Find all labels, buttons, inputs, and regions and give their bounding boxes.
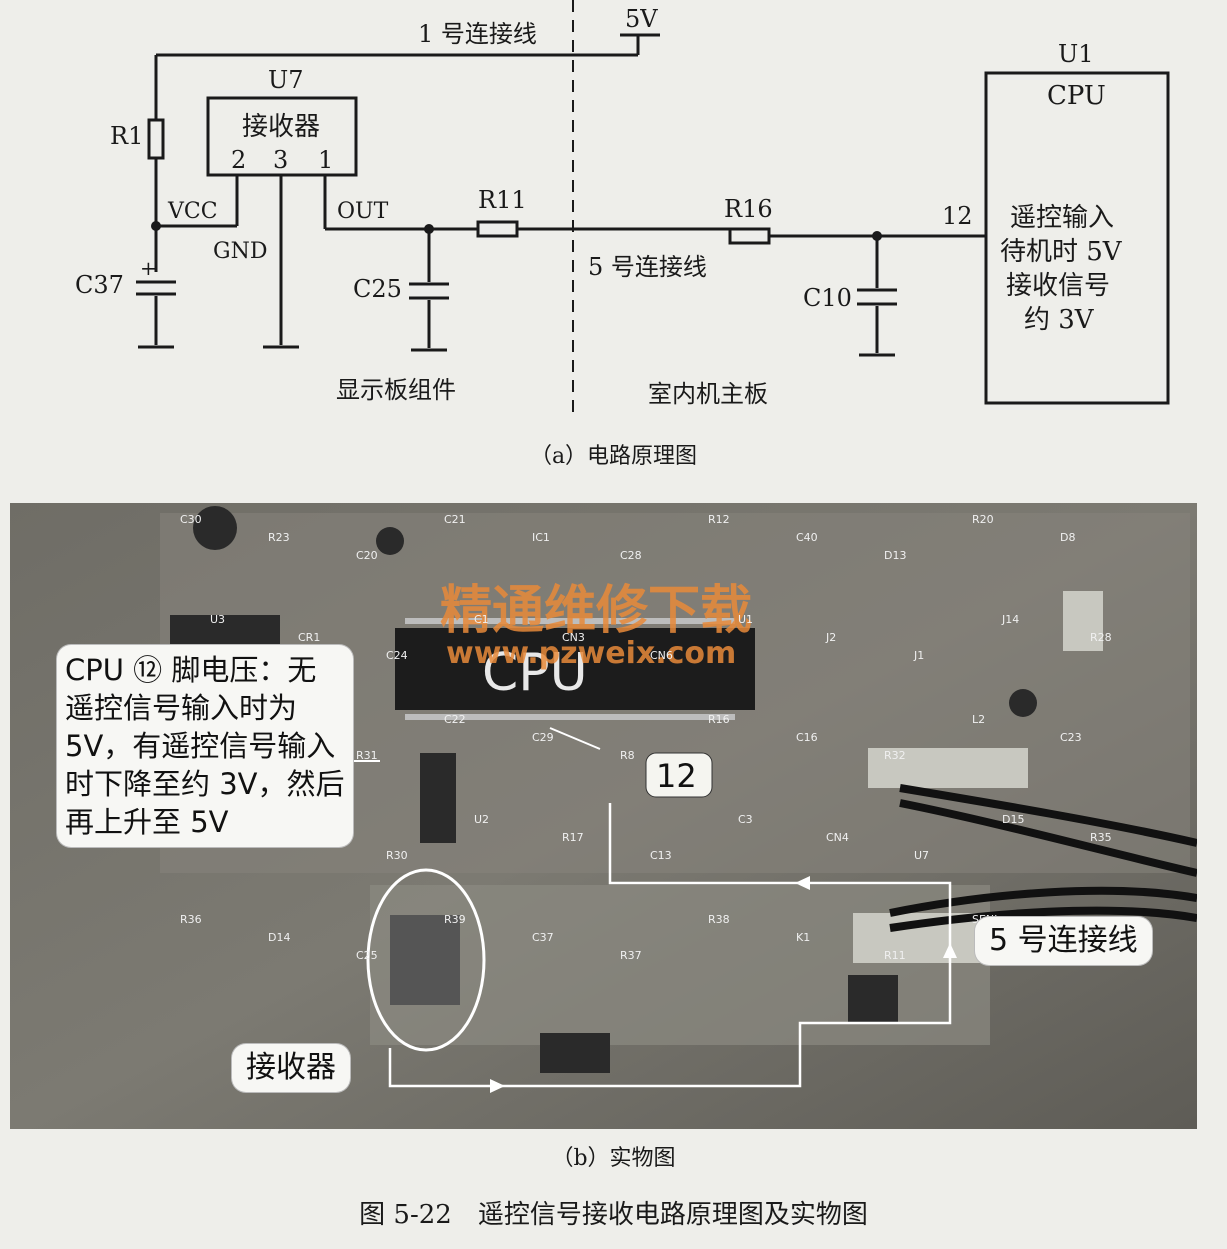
top-wire-label: 1 号连接线: [418, 20, 537, 48]
gnd-label: GND: [213, 239, 267, 264]
c37-polarity: +: [140, 256, 157, 280]
receiver-highlight: [366, 868, 486, 1052]
right-board-label: 室内机主板: [648, 380, 768, 408]
pcb-silkscreen-label: R28: [1090, 631, 1112, 644]
pcb-silkscreen-label: R36: [180, 913, 202, 926]
pcb-silkscreen-label: R32: [884, 749, 906, 762]
supply-label: 5V: [625, 5, 658, 33]
pcb-silkscreen-label: R31: [356, 749, 378, 762]
u7-ref: U7: [268, 66, 304, 94]
pcb-silkscreen-label: R37: [620, 949, 642, 962]
caption-b: （b）实物图: [551, 1146, 676, 1171]
pcb-silkscreen-label: R16: [708, 713, 730, 726]
pcb-silkscreen-label: C3: [738, 813, 753, 826]
u1-ref: U1: [1058, 40, 1094, 68]
r11-label: R11: [478, 186, 527, 214]
cpu-chip: [395, 628, 755, 710]
arrow-head-2: [943, 943, 957, 958]
cpu-note-3: 接收信号: [1006, 271, 1110, 301]
watermark-url: www.pzweix.com: [446, 636, 736, 671]
pcb-silkscreen-label: R23: [268, 531, 290, 544]
pcb-silkscreen-label: R12: [708, 513, 730, 526]
r16-label: R16: [724, 195, 773, 223]
figure-caption: 图 5-22 遥控信号接收电路原理图及实物图: [359, 1200, 868, 1230]
cpu-note-2: 待机时 5V: [1000, 237, 1123, 267]
pcb-silkscreen-label: C37: [532, 931, 554, 944]
pcb-silkscreen-label: U3: [210, 613, 225, 626]
pcb-silkscreen-label: CN4: [826, 831, 849, 844]
pcb-silkscreen-label: R30: [386, 849, 408, 862]
receiver-pin-2: 2: [231, 146, 246, 174]
cpu-name: CPU: [1047, 81, 1106, 111]
pcb-silkscreen-label: R8: [620, 749, 635, 762]
vcc-label: VCC: [167, 199, 218, 224]
pcb-silkscreen-label: J2: [825, 631, 836, 644]
pcb-silkscreen-label: U7: [914, 849, 929, 862]
pcb-silkscreen-label: D15: [1002, 813, 1024, 826]
circuit-schematic: 1 号连接线 5V U7 接收器 2 3 1 VCC GND OUT R1 C3…: [75, 0, 1170, 415]
mid-wire-label: 5 号连接线: [588, 253, 707, 281]
wire-5-callout: 5 号连接线: [975, 917, 1152, 965]
caption-a: （a）电路原理图: [529, 444, 698, 469]
pcb-silkscreen-label: C23: [1060, 731, 1082, 744]
pcb-silkscreen-label: J14: [1001, 613, 1019, 626]
pcb-silkscreen-label: D14: [268, 931, 290, 944]
cpu-voltage-callout: CPU ⑫ 脚电压：无遥控信号输入时为 5V，有遥控信号输入时下降至约 3V，然…: [57, 645, 353, 847]
pcb-silkscreen-label: IC1: [532, 531, 550, 544]
receiver-name: 接收器: [242, 112, 320, 142]
pcb-silkscreen-label: D8: [1060, 531, 1075, 544]
pcb-silkscreen-label: C28: [620, 549, 642, 562]
out-label: OUT: [337, 199, 389, 224]
pcb-silkscreen-label: U1: [738, 613, 753, 626]
receiver-callout: 接收器: [232, 1044, 350, 1092]
receiver-pin-3: 3: [273, 146, 288, 174]
pcb-silkscreen-label: C29: [532, 731, 554, 744]
cpu-note-4: 约 3V: [1024, 305, 1095, 335]
pcb-silkscreen-label: R20: [972, 513, 994, 526]
c10-label: C10: [803, 284, 852, 312]
pcb-silkscreen-label: D13: [884, 549, 906, 562]
pcb-silkscreen-label: C22: [444, 713, 466, 726]
pcb-silkscreen-label: C13: [650, 849, 672, 862]
cpu-chip-text: CPU: [482, 643, 588, 703]
pcb-silkscreen-label: CN6: [650, 649, 673, 662]
watermark-cn: 精通维修下载: [440, 581, 752, 641]
pcb-silkscreen-label: K1: [796, 931, 810, 944]
pcb-photo: CPU 12 精通维修下载 w: [10, 503, 1197, 1129]
pcb-silkscreen-label: R38: [708, 913, 730, 926]
pcb-silkscreen-label: C20: [356, 549, 378, 562]
pcb-silkscreen-label: C24: [386, 649, 408, 662]
cpu-pin-label: 12: [942, 202, 973, 230]
pcb-silkscreen-label: C21: [444, 513, 466, 526]
pcb-silkscreen-label: C25: [356, 949, 378, 962]
receiver-pin-1: 1: [318, 146, 333, 174]
pcb-silkscreen-label: L2: [972, 713, 985, 726]
pin-12-badge: 12: [656, 757, 697, 795]
r1-label: R1: [110, 122, 143, 150]
pcb-silkscreen-label: C16: [796, 731, 818, 744]
pcb-silkscreen-label: R11: [884, 949, 906, 962]
c37-label: C37: [75, 271, 124, 299]
pcb-silkscreen-label: J1: [913, 649, 924, 662]
c25-label: C25: [353, 275, 402, 303]
pcb-silkscreen-label: CR1: [298, 631, 320, 644]
left-board-label: 显示板组件: [336, 376, 456, 404]
pcb-silkscreen-label: U2: [474, 813, 489, 826]
pcb-silkscreen-label: R17: [562, 831, 584, 844]
pcb-silkscreen-label: CN3: [562, 631, 585, 644]
cpu-note-1: 遥控输入: [1010, 203, 1114, 233]
pcb-silkscreen-label: R35: [1090, 831, 1112, 844]
pcb-silkscreen-label: R39: [444, 913, 466, 926]
pcb-silkscreen-label: C30: [180, 513, 202, 526]
arrow-head-1: [490, 1079, 505, 1093]
arrow-head-3: [795, 876, 810, 890]
pcb-silkscreen-label: C40: [796, 531, 818, 544]
pcb-silkscreen-label: C1: [474, 613, 489, 626]
